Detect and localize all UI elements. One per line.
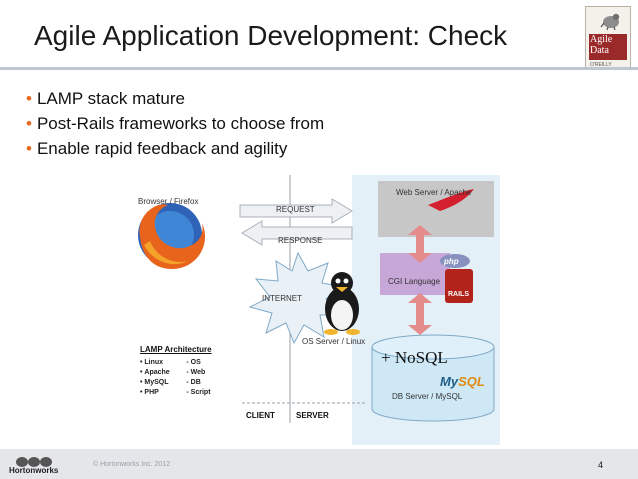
lamp-architecture-legend: LAMP Architecture • Linux- OS • Apache- … bbox=[140, 345, 260, 398]
architecture-value: - OS bbox=[186, 359, 201, 366]
cover-band bbox=[589, 34, 627, 60]
bullet-item: •Enable rapid feedback and agility bbox=[26, 139, 288, 158]
mysql-label-sql: SQL bbox=[458, 374, 485, 389]
copyright-notice: © Hortonworks Inc. 2012 bbox=[93, 461, 171, 468]
cgi-db-arrow-icon bbox=[408, 293, 432, 335]
bullet-text: LAMP stack mature bbox=[36, 89, 185, 108]
rails-badge-icon bbox=[445, 269, 473, 303]
apache-feather-icon bbox=[428, 189, 474, 211]
cgi-label: CGI Language bbox=[388, 277, 441, 286]
db-cylinder-icon bbox=[371, 334, 495, 422]
animal-illustration-icon bbox=[600, 13, 620, 31]
footer-bar bbox=[0, 449, 638, 479]
title-divider bbox=[0, 67, 638, 70]
architecture-key: Apache bbox=[144, 369, 170, 376]
architecture-key: Linux bbox=[144, 359, 164, 366]
lamp-diagram: Browser / Firefox REQUEST RESPONSE INTER… bbox=[122, 175, 500, 445]
bullet-text: Post-Rails frameworks to choose from bbox=[36, 114, 325, 133]
cover-publisher: O'REILLY bbox=[590, 62, 612, 68]
os-server-label: OS Server / Linux bbox=[302, 337, 366, 346]
db-server-label: DB Server / MySQL bbox=[392, 392, 463, 401]
browser-label: Browser / Firefox bbox=[138, 197, 199, 206]
request-label: REQUEST bbox=[276, 205, 315, 214]
agile-data-book-cover: Agile Data O'REILLY bbox=[585, 6, 631, 68]
diagram-graphics bbox=[138, 175, 500, 445]
architecture-item: • Apache- Web bbox=[140, 369, 206, 376]
response-arrow bbox=[241, 220, 353, 246]
architecture-value: - Script bbox=[186, 389, 211, 396]
architecture-heading: LAMP Architecture bbox=[140, 345, 212, 354]
architecture-key: MySQL bbox=[144, 379, 169, 386]
architecture-key: PHP bbox=[144, 389, 159, 396]
internet-label: INTERNET bbox=[262, 294, 302, 303]
internet-burst-icon bbox=[248, 251, 346, 345]
cgi-box bbox=[380, 253, 450, 295]
hortonworks-brand: Hortonworks bbox=[9, 466, 59, 475]
cover-title-line2: Data bbox=[590, 45, 609, 56]
mysql-label-my: My bbox=[440, 374, 459, 389]
php-label: php bbox=[444, 257, 459, 266]
firefox-logo-icon bbox=[138, 203, 206, 269]
hortonworks-elephant-icon bbox=[16, 457, 52, 467]
bullet-text: Enable rapid feedback and agility bbox=[36, 139, 288, 158]
cover-title-line1: Agile bbox=[590, 34, 613, 45]
web-cgi-arrow-icon bbox=[408, 225, 432, 263]
response-label: RESPONSE bbox=[278, 236, 323, 245]
page-number: 4 bbox=[598, 460, 604, 470]
mysql-logo: MySQL bbox=[440, 374, 485, 389]
nosql-label: + NoSQL bbox=[381, 348, 448, 367]
architecture-value: - DB bbox=[186, 379, 201, 386]
web-server-label: Web Server / Apache bbox=[396, 188, 472, 197]
bullet-item: •LAMP stack mature bbox=[26, 89, 185, 108]
client-label: CLIENT bbox=[246, 411, 275, 420]
slide-title: Agile Application Development: Check bbox=[34, 20, 508, 51]
bullet-list: •LAMP stack mature •Post-Rails framework… bbox=[26, 86, 324, 161]
request-arrow bbox=[239, 198, 353, 224]
architecture-value: - Web bbox=[186, 369, 206, 376]
architecture-item: • MySQL- DB bbox=[140, 379, 201, 386]
bullet-item: •Post-Rails frameworks to choose from bbox=[26, 114, 325, 133]
architecture-item: • Linux- OS bbox=[140, 359, 201, 366]
rails-label: RAILS bbox=[448, 291, 469, 298]
server-label: SERVER bbox=[296, 411, 329, 420]
php-badge-icon bbox=[440, 254, 470, 268]
cover-title: Agile Data bbox=[590, 34, 628, 56]
architecture-item: • PHP- Script bbox=[140, 389, 211, 396]
tux-penguin-icon bbox=[324, 272, 360, 335]
